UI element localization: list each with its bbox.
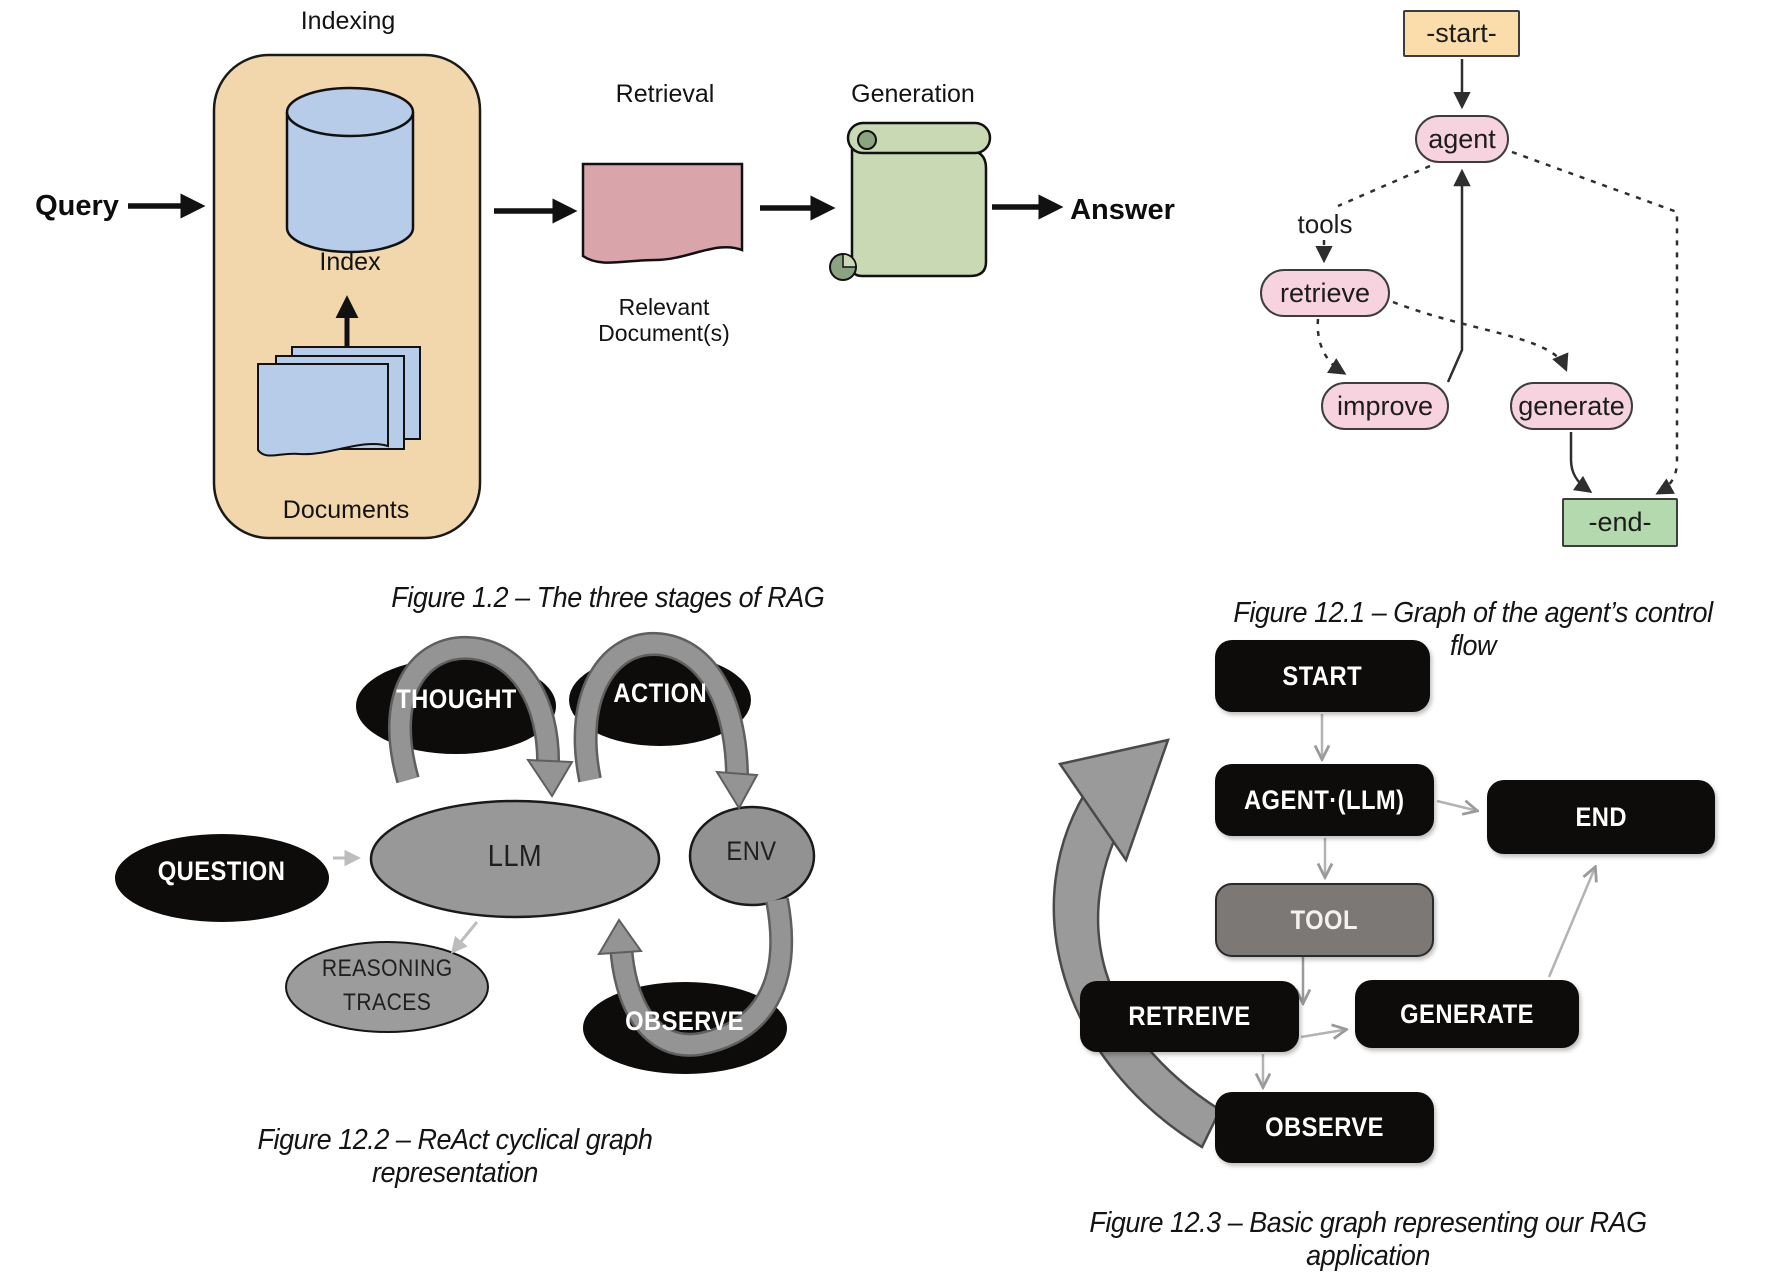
query-label: Query — [35, 190, 119, 222]
figure-1-2-caption: Figure 1.2 – The three stages of RAG — [358, 582, 858, 615]
agent-to-tools-edge — [1337, 164, 1431, 208]
thought-to-llm-arrowhead — [526, 758, 574, 798]
observe-label: OBSERVE — [583, 1006, 787, 1037]
graph-end-node: END — [1487, 780, 1715, 854]
relevant-documents-line1: Relevant — [618, 294, 710, 320]
env-label: ENV — [702, 836, 802, 867]
action-label: ACTION — [569, 678, 751, 709]
index-database-icon — [285, 86, 415, 254]
retrieve-to-improve-edge — [1316, 318, 1347, 375]
end-node: -end- — [1562, 498, 1678, 547]
agent-to-end-arrow — [1436, 801, 1474, 810]
relevant-documents-line2: Document(s) — [598, 320, 730, 347]
retrieve-to-generate-edge — [1392, 300, 1569, 372]
action-label-text: ACTION — [613, 678, 707, 708]
generation-scroll-icon — [829, 121, 992, 281]
answer-label: Answer — [1070, 194, 1175, 226]
llm-label-text: LLM — [487, 838, 543, 873]
tools-label: tools — [1297, 209, 1353, 239]
agent-node: agent — [1415, 115, 1509, 163]
generation-label: Generation — [851, 80, 975, 108]
improve-to-agent-edge — [1446, 168, 1471, 383]
reasoning-line2: TRACES — [342, 988, 432, 1016]
env-label-text: ENV — [726, 836, 778, 866]
start-node: -start- — [1403, 10, 1520, 57]
agent-to-end-edge — [1511, 150, 1679, 495]
question-label-text: QUESTION — [158, 856, 286, 886]
generate-to-end-edge — [1569, 432, 1593, 494]
generate-to-end-arrow — [1547, 870, 1594, 978]
llm-label: LLM — [430, 838, 600, 874]
graph-observe-text: OBSERVE — [1265, 1112, 1384, 1142]
graph-generate-node: GENERATE — [1355, 980, 1579, 1048]
retrieve-node: retrieve — [1260, 269, 1390, 317]
graph-agent-text: AGENT·(LLM) — [1244, 784, 1405, 815]
graph-observe-node: OBSERVE — [1215, 1092, 1434, 1163]
documents-stack-icon — [257, 346, 421, 457]
documents-label: Documents — [282, 496, 410, 524]
rag-stages-figure — [128, 53, 1064, 540]
indexing-label: Indexing — [300, 7, 396, 35]
reasoning-traces-label: REASONING TRACES — [287, 952, 487, 1019]
graph-start-node: START — [1215, 640, 1430, 712]
loop-back-arrow — [1052, 738, 1222, 1149]
action-to-env-arrowhead — [715, 770, 759, 810]
retreive-to-generate-arrow — [1300, 1030, 1343, 1037]
figure-12-1-caption-text: Figure 12.1 – Graph of the agent’s contr… — [1233, 597, 1713, 662]
thought-label: THOUGHT — [356, 684, 556, 715]
improve-node: improve — [1321, 382, 1449, 430]
env-ellipse — [688, 805, 816, 907]
figure-1-2-caption-text: Figure 1.2 – The three stages of RAG — [391, 582, 825, 614]
relevant-documents-label: Relevant Document(s) — [574, 294, 754, 347]
graph-end-text: END — [1575, 801, 1627, 832]
figure-12-2-caption: Figure 12.2 – ReAct cyclical graph repre… — [155, 1124, 755, 1190]
observe-to-llm-arrowhead — [597, 918, 643, 956]
figure-12-3-caption: Figure 12.3 – Basic graph representing o… — [1018, 1207, 1718, 1272]
rag-graph-edges — [1263, 714, 1594, 1084]
graph-tool-node: TOOL — [1215, 883, 1434, 957]
graph-generate-text: GENERATE — [1400, 998, 1534, 1029]
figure-12-1-caption: Figure 12.1 – Graph of the agent’s contr… — [1193, 597, 1753, 663]
react-cycle-arcs — [388, 632, 794, 1057]
graph-start-text: START — [1282, 660, 1363, 691]
figure-12-2-caption-text: Figure 12.2 – ReAct cyclical graph repre… — [257, 1124, 653, 1189]
graph-retreive-text: RETREIVE — [1128, 1001, 1251, 1031]
figure-12-3-caption-text: Figure 12.3 – Basic graph representing o… — [1089, 1207, 1647, 1272]
reasoning-line1: REASONING — [321, 955, 453, 982]
observe-label-text: OBSERVE — [625, 1006, 745, 1036]
retrieval-label: Retrieval — [615, 80, 715, 108]
generate-node: generate — [1510, 382, 1633, 430]
llm-to-reasoning-arrow — [450, 921, 479, 954]
reasoning-traces-ellipse — [285, 941, 489, 1033]
graph-tool-text: TOOL — [1290, 904, 1359, 935]
graph-agent-node: AGENT·(LLM) — [1215, 764, 1434, 836]
index-label: Index — [319, 248, 381, 276]
thought-label-text: THOUGHT — [395, 684, 517, 714]
graph-retreive-node: RETREIVE — [1080, 981, 1299, 1052]
llm-ellipse — [369, 799, 661, 919]
question-ellipse — [115, 834, 329, 922]
react-figure — [115, 632, 816, 1074]
question-label: QUESTION — [115, 856, 329, 887]
relevant-document-icon — [581, 162, 744, 264]
control-flow-edges — [1315, 59, 1679, 495]
